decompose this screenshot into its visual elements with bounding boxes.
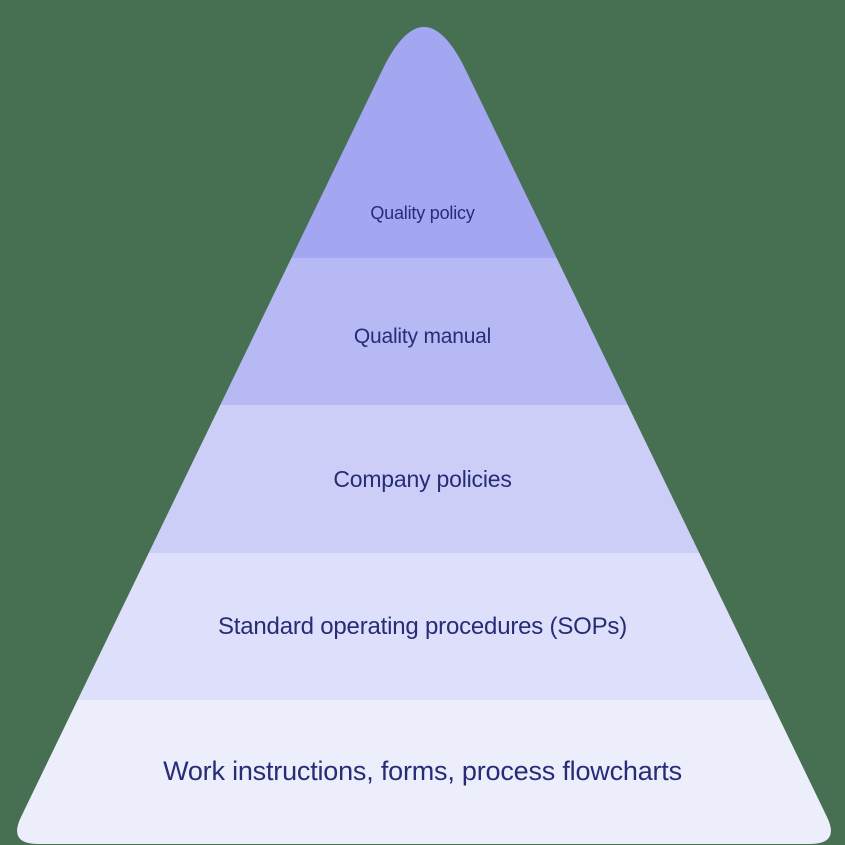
level-4-label: Standard operating procedures (SOPs) bbox=[217, 613, 628, 640]
level-1-label: Quality policy bbox=[370, 203, 475, 223]
level-3-label: Company policies bbox=[333, 466, 512, 492]
level-4-band bbox=[17, 553, 831, 700]
level-2-label: Quality manual bbox=[353, 325, 492, 348]
level-5-band bbox=[17, 700, 831, 844]
level-5-label: Work instructions, forms, process flowch… bbox=[163, 756, 682, 786]
